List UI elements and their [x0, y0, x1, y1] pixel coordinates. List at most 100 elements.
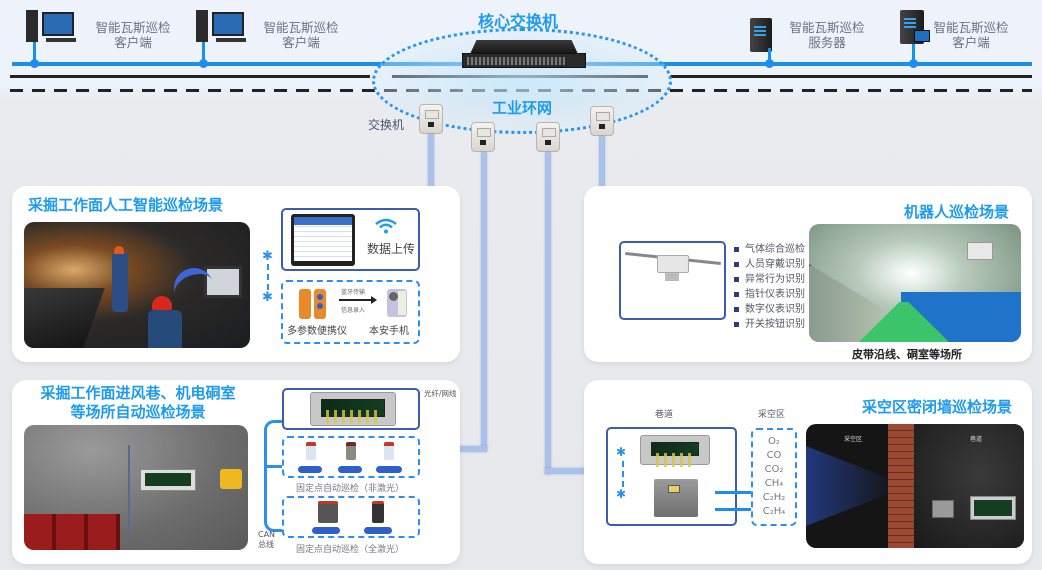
bluetooth-link-line: [622, 461, 624, 487]
solid-rail-line-right: [670, 75, 1032, 78]
panel-ai-inspection-title: 采掘工作面人工智能巡检场景: [28, 196, 224, 214]
feature-item: 异常行为识别: [734, 272, 805, 287]
monitor-device-image: [140, 469, 196, 491]
bluetooth-icon: ✱: [262, 290, 273, 305]
brick-wall-image: [888, 424, 914, 548]
panel-auto-inspection-title: 采掘工作面进风巷、机电硐室 等场所自动巡检场景: [40, 384, 236, 421]
feature-item: 人员穿戴识别: [734, 257, 805, 272]
bullet-icon: [734, 322, 739, 327]
bullet-icon: [734, 262, 739, 267]
gas-item: C₂H₄: [762, 506, 786, 517]
panel-goaf-title: 采空区密闭墙巡检场景: [862, 398, 1013, 416]
gas-item: C₂H₂: [762, 492, 786, 503]
gas-item: CO: [766, 450, 782, 461]
worker-figure: [148, 310, 182, 348]
robot-tunnel-photo: [809, 224, 1021, 342]
robot-image-box: [619, 241, 726, 320]
client-right-node: [909, 59, 918, 68]
server-node: [765, 59, 774, 68]
bluetooth-link-line: [267, 264, 269, 290]
portable-gas-detector-image: [299, 289, 311, 319]
cable-switch3-h: [545, 468, 605, 474]
wifi-icon: [375, 218, 397, 234]
gas-sensor-image: [384, 442, 394, 460]
tunnel-worker-photo: [24, 222, 250, 348]
panel-robot-title: 机器人巡检场景: [904, 203, 1010, 221]
bullet-icon: [734, 292, 739, 297]
monitor-host-box: [282, 388, 420, 430]
cable-switch3-v: [545, 152, 551, 474]
gas-sensor-image: [306, 442, 316, 460]
worker-figure: [112, 252, 128, 312]
monitor-device-image: [640, 435, 710, 467]
client-pc-1-node: [30, 59, 39, 68]
ring-switch-2: [471, 122, 495, 152]
server-icon: [750, 18, 772, 52]
inspection-panel-image: [204, 266, 242, 298]
client-right-stem: [912, 44, 915, 64]
sensor-tag: [364, 527, 392, 534]
can-bus-branch: [266, 465, 284, 468]
transfer-arrow-icon: [339, 299, 373, 301]
client-label-1: 智能瓦斯巡检 客户端: [95, 20, 171, 50]
non-laser-sensor-group: [282, 436, 420, 478]
bullet-icon: [734, 307, 739, 312]
monitor-device-image: [310, 392, 396, 426]
core-switch-label: 核心交换机: [478, 12, 559, 31]
server-stem: [768, 48, 771, 64]
bullet-icon: [734, 277, 739, 282]
client-pc-1-stem: [33, 42, 36, 64]
portable-gas-detector-image: [314, 289, 326, 319]
client-right-label: 智能瓦斯巡检 客户端: [933, 20, 1009, 50]
tablet-screen-image: [291, 214, 355, 266]
sealed-wall-photo: 采空区 巷道: [806, 424, 1024, 548]
bullet-icon: [734, 247, 739, 252]
rail-robot-image: [967, 242, 993, 260]
feature-item: 数字仪表识别: [734, 302, 805, 317]
sampling-unit-image: [654, 479, 698, 517]
laser-group-label: 固定点自动巡检（全激光）: [296, 545, 405, 555]
data-upload-label: 数据上传: [367, 242, 416, 256]
cable-switch2-v: [481, 152, 487, 450]
gas-list: O₂ CO CO₂ CH₄ C₂H₂ C₂H₄: [753, 435, 795, 519]
photo-roadway-label: 巷道: [970, 436, 983, 443]
gas-item: O₂: [768, 436, 780, 447]
portable-devices-box: 蓝牙传输 信息录入 多参数便携仪 本安手机: [281, 280, 420, 344]
desktop-pc-icon: [26, 10, 86, 44]
portable-device-label: 多参数便携仪: [287, 326, 347, 337]
goaf-label: 采空区: [758, 410, 786, 420]
roadway-devices-box: ✱ ✱: [606, 427, 737, 526]
gas-item: CO₂: [764, 464, 784, 475]
client-label-2: 智能瓦斯巡检 客户端: [263, 20, 339, 50]
desktop-pc-icon: [196, 10, 256, 44]
solid-rail-line-left: [10, 75, 370, 78]
server-label: 智能瓦斯巡检 服务器: [789, 20, 865, 50]
can-bus-label: CAN 总线: [258, 530, 276, 549]
client-pc-1: [26, 10, 86, 44]
client-pc-2: [196, 10, 256, 44]
feature-item: 开关按钮识别: [734, 317, 805, 332]
bluetooth-icon: ✱: [262, 249, 273, 264]
substation-control-photo: [24, 425, 248, 550]
core-switch-icon: [462, 40, 586, 68]
bluetooth-icon: ✱: [616, 487, 627, 501]
sampling-unit-image: [932, 500, 954, 518]
bluetooth-icon: ✱: [616, 445, 627, 459]
gas-list-box: O₂ CO CO₂ CH₄ C₂H₂ C₂H₄: [751, 428, 797, 526]
client-pc-2-node: [199, 59, 208, 68]
ring-switch-3: [536, 122, 560, 152]
sampling-pipe-1: [715, 491, 757, 494]
laser-sensor-group: [282, 496, 420, 538]
arrow-bottom-label: 信息录入: [341, 307, 366, 314]
switch-label: 交换机: [368, 118, 405, 132]
ring-label: 工业环网: [492, 99, 553, 117]
sensor-tag: [298, 466, 322, 473]
sensor-tag: [338, 466, 362, 473]
client-pc-2-stem: [202, 42, 205, 64]
robot-photo-caption: 皮带沿线、硐室等场所: [852, 348, 962, 361]
server-client-icon: [900, 10, 930, 44]
sensor-tag: [312, 527, 340, 534]
can-bus-bracket: [264, 420, 284, 532]
ring-switch-4: [590, 106, 614, 136]
sensor-tag: [376, 466, 402, 473]
